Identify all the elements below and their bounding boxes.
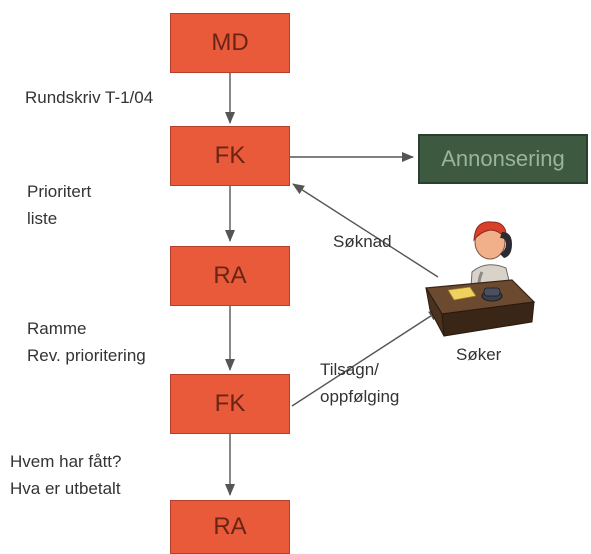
node-fk-top: FK xyxy=(170,126,290,186)
node-ra-bottom-label: RA xyxy=(213,513,247,540)
arrow-tilsagn xyxy=(291,309,441,407)
label-hvem: Hvem har fått? Hva er utbetalt xyxy=(10,448,122,502)
node-ra-bottom: RA xyxy=(170,500,290,554)
node-annonsering-label: Annonsering xyxy=(441,146,565,171)
node-fk-bottom: FK xyxy=(170,374,290,434)
label-rundskriv: Rundskriv T-1/04 xyxy=(25,88,154,107)
label-ramme-line2: Rev. prioritering xyxy=(27,346,146,365)
node-annonsering: Annonsering xyxy=(418,134,588,184)
label-prioritert-line1: Prioritert xyxy=(27,182,92,201)
label-ramme-line1: Ramme xyxy=(27,319,87,338)
label-soknad: Søknad xyxy=(333,232,392,251)
node-fk-bottom-label: FK xyxy=(214,390,246,417)
arrow-soknad xyxy=(292,183,439,278)
node-md-label: MD xyxy=(211,29,249,56)
label-prioritert-line2: liste xyxy=(27,209,58,228)
label-tilsagn: Tilsagn/ oppfølging xyxy=(320,356,399,410)
node-ra-middle-label: RA xyxy=(213,262,247,289)
node-md: MD xyxy=(170,13,290,73)
label-tilsagn-line2: oppfølging xyxy=(320,387,400,406)
label-prioritert: Prioritert liste xyxy=(27,178,91,232)
node-ra-middle: RA xyxy=(170,246,290,306)
label-hvem-line1: Hvem har fått? xyxy=(10,452,122,471)
node-fk-top-label: FK xyxy=(214,142,246,169)
label-tilsagn-line1: Tilsagn/ xyxy=(320,360,379,379)
label-hvem-line2: Hva er utbetalt xyxy=(10,479,121,498)
person-at-desk-on-phone-icon xyxy=(424,221,536,337)
label-soker: Søker xyxy=(456,345,502,364)
label-ramme: Ramme Rev. prioritering xyxy=(27,315,146,369)
